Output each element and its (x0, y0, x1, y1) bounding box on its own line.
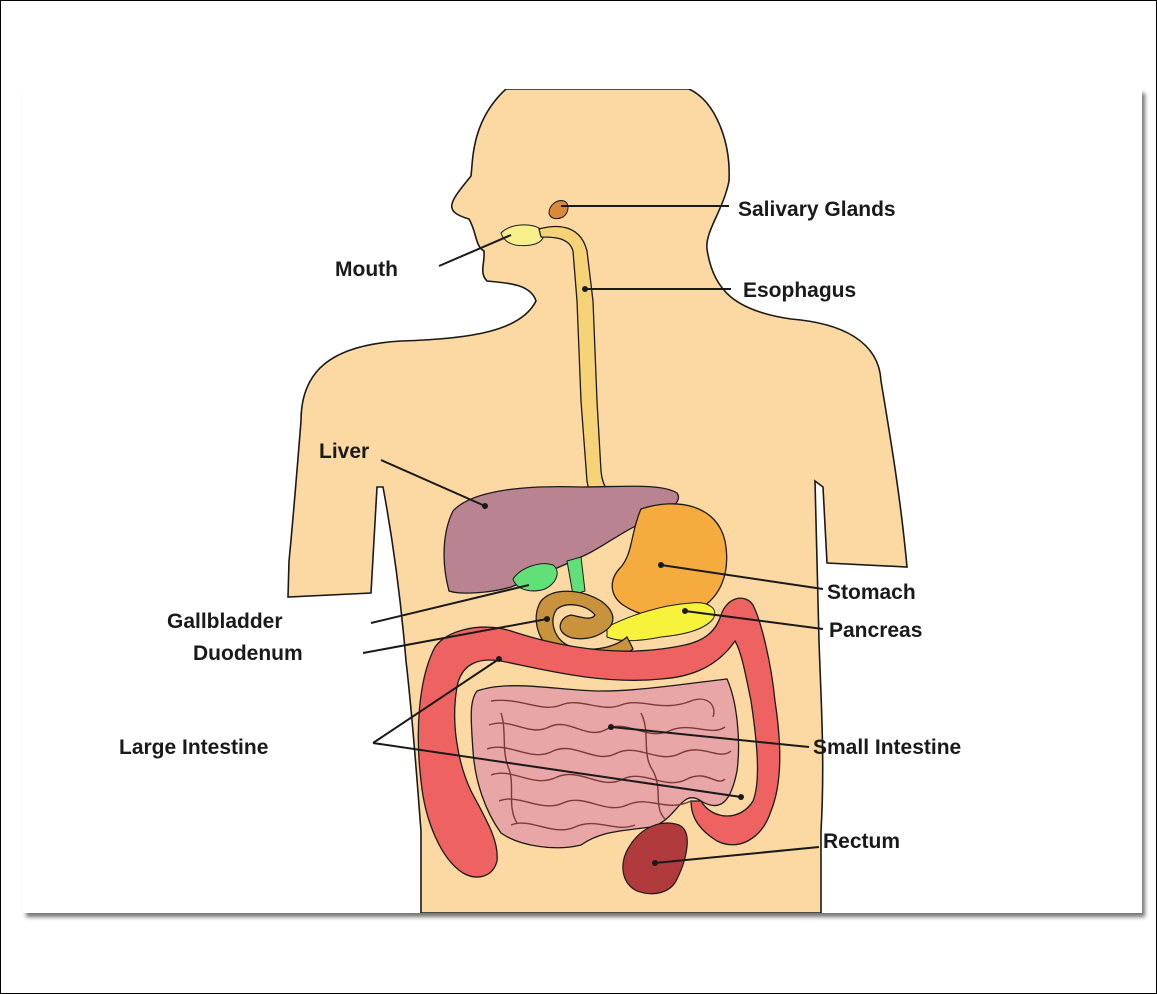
label-liver: Liver (319, 440, 369, 463)
label-duodenum: Duodenum (193, 642, 303, 665)
label-salivary-glands: Salivary Glands (738, 198, 896, 221)
label-small-intestine: Small Intestine (813, 736, 961, 759)
label-esophagus: Esophagus (743, 279, 856, 302)
label-gallbladder: Gallbladder (167, 610, 283, 633)
label-large-intestine: Large Intestine (119, 736, 268, 759)
label-pancreas: Pancreas (829, 619, 922, 642)
label-rectum: Rectum (823, 830, 900, 853)
label-stomach: Stomach (827, 581, 916, 604)
label-mouth: Mouth (335, 258, 398, 281)
